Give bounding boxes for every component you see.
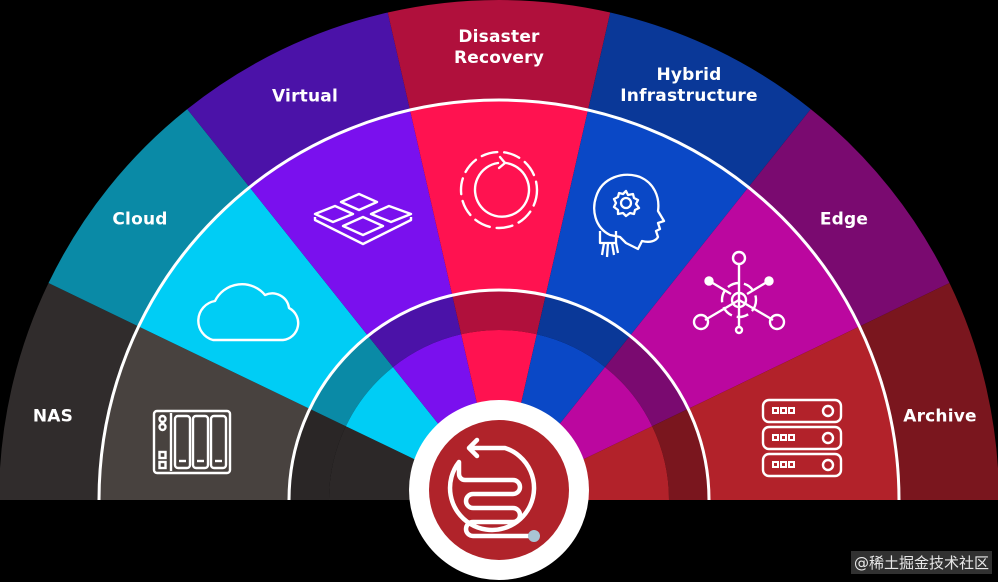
replication-loop-icon <box>409 400 589 580</box>
segment-label-archive: Archive <box>903 406 977 427</box>
segment-mid-cloud <box>138 187 369 409</box>
segment-mid-hybrid-infrastructure <box>545 110 749 336</box>
segment-band-disaster-recovery <box>452 290 546 335</box>
central-hub-logo <box>409 400 589 580</box>
inner-ring-divider <box>287 288 711 501</box>
edge-network-icon <box>691 250 787 340</box>
segment-outer-edge <box>748 109 950 327</box>
outer-ring-divider <box>97 98 901 501</box>
segment-band-archive <box>652 408 709 500</box>
cloud-icon <box>195 277 303 343</box>
segment-band-cloud <box>309 335 394 427</box>
ai-head-gear-icon <box>590 169 666 261</box>
segment-label-hybrid-infrastructure: Hybrid Infrastructure <box>620 65 758 106</box>
segment-band-hybrid-infrastructure <box>536 295 630 368</box>
segment-label-cloud: Cloud <box>112 209 168 230</box>
segment-label-edge: Edge <box>819 209 869 230</box>
segment-outer-disaster-recovery <box>387 0 611 111</box>
recovery-cycle-icon <box>457 148 541 232</box>
segment-outer-nas <box>0 283 139 500</box>
segment-outer-cloud <box>48 109 250 327</box>
segment-outer-hybrid-infrastructure <box>588 12 811 188</box>
segment-label-disaster-recovery: Disaster Recovery <box>453 27 545 68</box>
virtual-blocks-icon <box>311 188 415 248</box>
segment-outer-archive <box>859 283 998 500</box>
segment-mid-disaster-recovery <box>409 99 589 296</box>
nas-server-icon <box>152 409 232 475</box>
segment-label-nas: NAS <box>32 406 74 427</box>
segment-outer-virtual <box>187 12 410 188</box>
segment-band-nas <box>289 408 346 500</box>
segment-band-edge <box>604 335 689 427</box>
segment-mid-nas <box>99 326 310 500</box>
segment-label-virtual: Virtual <box>272 86 338 107</box>
archive-rack-icon <box>761 398 843 478</box>
watermark: @稀土掘金技术社区 <box>850 551 992 574</box>
segment-band-virtual <box>368 295 462 368</box>
